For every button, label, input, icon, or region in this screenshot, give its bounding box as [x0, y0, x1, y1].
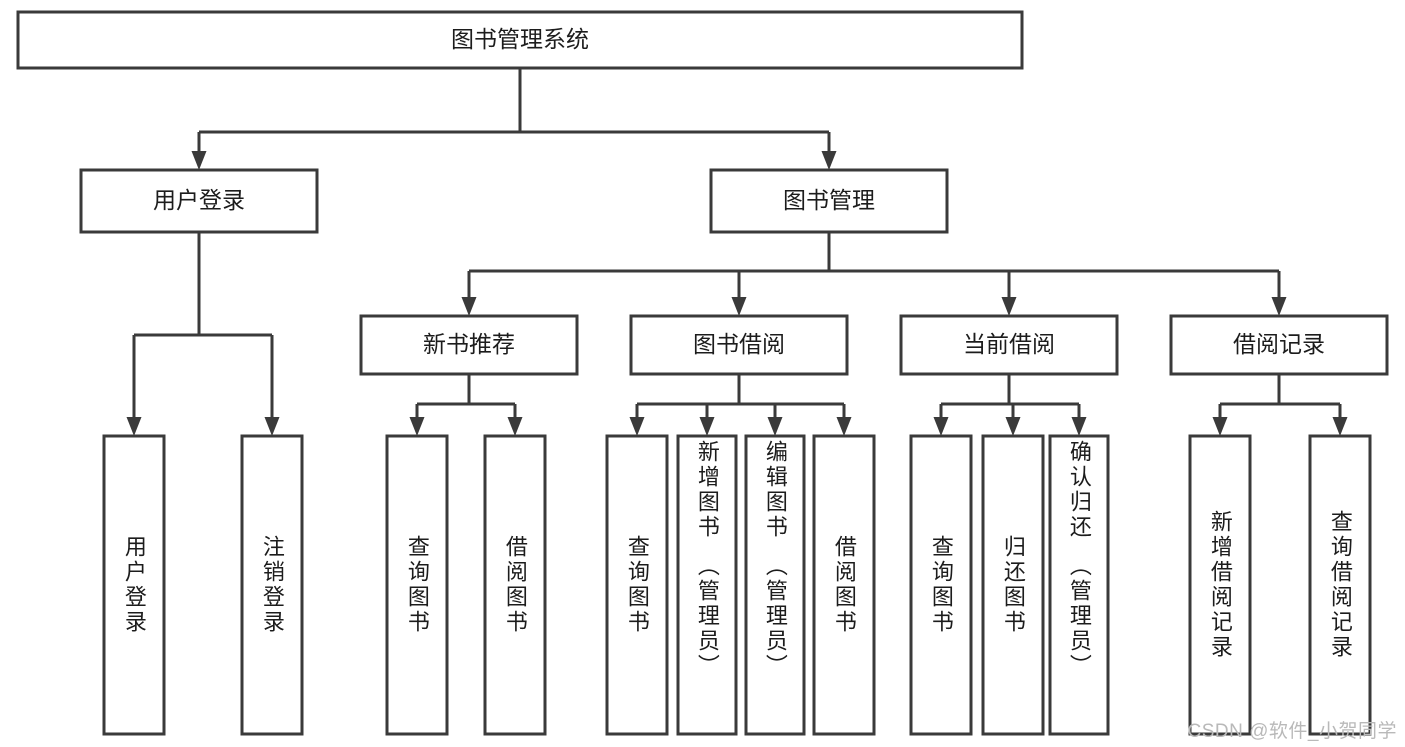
node-level3-3[interactable] — [1169, 314, 1389, 376]
node-level3-2[interactable] — [899, 314, 1119, 376]
arrow-head-icon — [731, 297, 747, 316]
node-level2-0-label: 用户登录 — [153, 187, 245, 213]
node-level2-1-label: 图书管理 — [783, 187, 875, 213]
watermark-text: CSDN @软件_小贺同学 — [1187, 721, 1397, 742]
node-leaf-1[interactable] — [240, 434, 304, 736]
arrow-head-icon — [126, 417, 142, 436]
boxes-layer — [16, 10, 1389, 736]
node-leaf-3[interactable] — [483, 434, 547, 736]
arrow-head-icon — [821, 151, 837, 170]
arrow-head-icon — [933, 417, 949, 436]
arrow-head-icon — [1332, 417, 1348, 436]
arrow-head-icon — [1005, 417, 1021, 436]
arrow-head-icon — [191, 151, 207, 170]
arrow-head-icon — [767, 417, 783, 436]
arrow-head-icon — [629, 417, 645, 436]
arrow-head-icon — [409, 417, 425, 436]
node-level2-0[interactable] — [79, 168, 319, 234]
node-leaf-9[interactable] — [981, 434, 1045, 736]
node-leaf-7[interactable] — [812, 434, 876, 736]
connectors-layer — [126, 68, 1348, 436]
node-leaf-12[interactable] — [1308, 434, 1372, 736]
node-leaf-11[interactable] — [1188, 434, 1252, 736]
node-leaf-2[interactable] — [385, 434, 449, 736]
node-leaf-0[interactable] — [102, 434, 166, 736]
arrow-head-icon — [264, 417, 280, 436]
node-leaf-5[interactable] — [676, 434, 738, 736]
arrow-head-icon — [699, 417, 715, 436]
arrow-head-icon — [1071, 417, 1087, 436]
node-leaf-10[interactable] — [1048, 434, 1110, 736]
arrow-head-icon — [1001, 297, 1017, 316]
node-root-system[interactable] — [16, 10, 1024, 70]
node-level3-0[interactable] — [359, 314, 579, 376]
arrow-head-icon — [461, 297, 477, 316]
arrow-head-icon — [1271, 297, 1287, 316]
node-level3-1-label: 图书借阅 — [693, 331, 785, 357]
arrow-head-icon — [1212, 417, 1228, 436]
node-leaf-4[interactable] — [605, 434, 669, 736]
arrow-head-icon — [507, 417, 523, 436]
node-level3-2-label: 当前借阅 — [963, 331, 1055, 357]
node-level3-0-label: 新书推荐 — [423, 331, 515, 357]
node-level3-1[interactable] — [629, 314, 849, 376]
node-level2-1[interactable] — [709, 168, 949, 234]
node-leaf-8[interactable] — [909, 434, 973, 736]
node-level3-3-label: 借阅记录 — [1233, 331, 1325, 357]
node-leaf-6[interactable] — [744, 434, 806, 736]
arrow-head-icon — [836, 417, 852, 436]
node-root-system-label: 图书管理系统 — [451, 26, 589, 52]
